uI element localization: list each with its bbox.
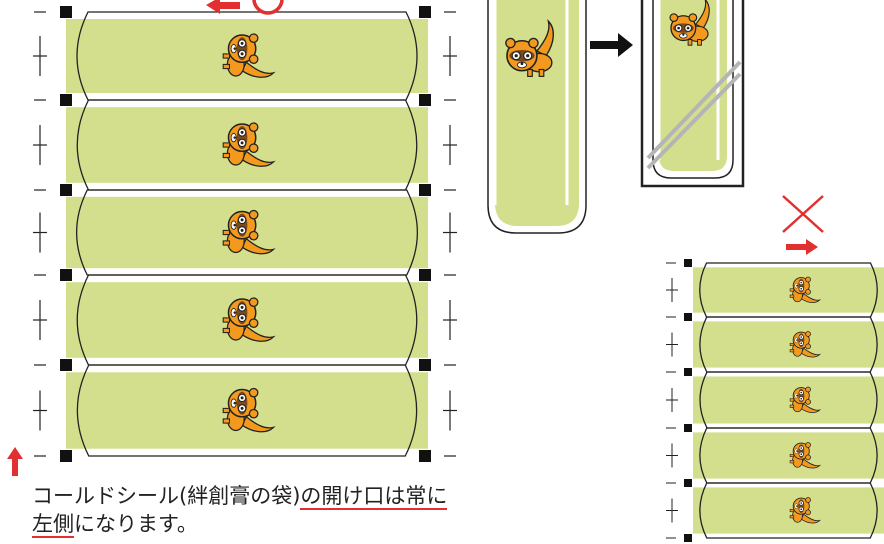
left-bandage-stack — [33, 6, 457, 462]
crop-mark — [60, 359, 72, 371]
arrow-right-icon — [786, 239, 818, 255]
crop-mark — [684, 368, 692, 376]
bandage-row — [66, 99, 428, 191]
bandage-row — [693, 482, 884, 539]
crop-mark — [60, 6, 72, 18]
caption-underlined: 開け口 — [321, 484, 385, 510]
crop-mark — [60, 184, 72, 196]
crop-mark — [60, 450, 72, 462]
crop-mark — [419, 6, 431, 18]
caption-line-1: コールドシール(絆創膏の袋)の開け口は常に — [32, 484, 448, 510]
arrow-right-icon — [590, 33, 633, 57]
vertical-bandage — [487, 0, 587, 234]
arrow-left-icon — [206, 0, 240, 14]
bandage-row — [693, 316, 884, 373]
arrow-up-icon — [7, 447, 23, 476]
caption-underlined: は — [384, 484, 406, 510]
crop-mark — [684, 313, 692, 321]
crop-mark — [60, 94, 72, 106]
crop-mark — [419, 94, 431, 106]
caption-line-2: 左側になります。 — [32, 512, 198, 538]
crop-mark — [419, 184, 431, 196]
crop-mark — [684, 424, 692, 432]
right-bandage-stack — [666, 259, 884, 542]
crop-mark — [419, 359, 431, 371]
caption-text: になります。 — [74, 512, 198, 536]
crop-mark — [684, 534, 692, 542]
crop-mark — [60, 269, 72, 281]
bandage-row — [693, 262, 884, 318]
circle-ok-icon — [252, 0, 284, 15]
packaged-bandage — [640, 0, 745, 188]
caption-text: コールドシール(絆創膏の袋) — [32, 484, 301, 508]
crop-mark — [419, 269, 431, 281]
caption-underlined: の — [300, 484, 322, 510]
bandage-row — [66, 274, 428, 366]
bandage-row — [693, 371, 884, 429]
cross-ng-icon — [782, 195, 824, 233]
crop-mark — [684, 479, 692, 487]
caption-underlined: 左側 — [32, 512, 74, 538]
bandage-row — [693, 427, 884, 484]
bandage-row — [66, 364, 428, 457]
bandage-row — [66, 11, 428, 101]
crop-mark — [684, 259, 692, 267]
bandage-row — [66, 189, 428, 276]
caption-underlined: 常に — [405, 484, 448, 510]
crop-mark — [419, 450, 431, 462]
